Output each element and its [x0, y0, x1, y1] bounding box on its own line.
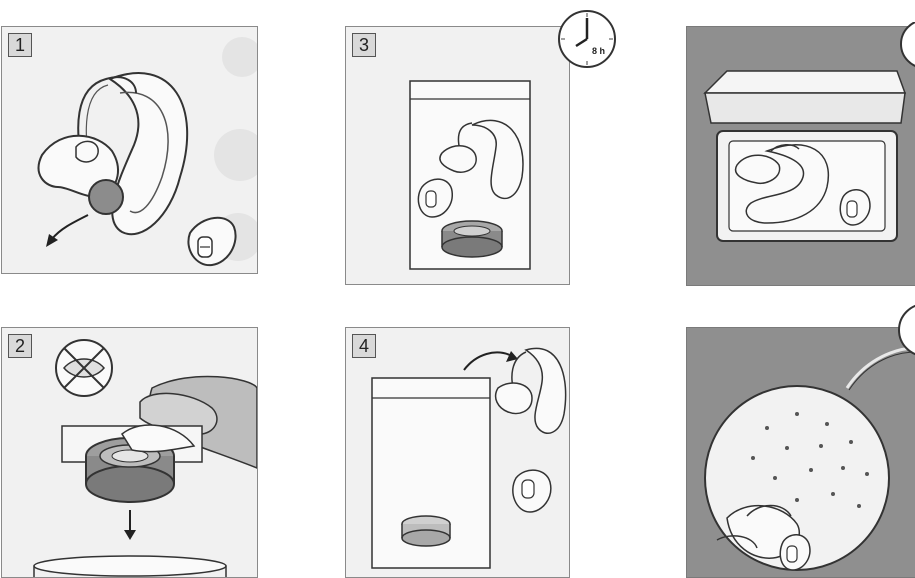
panel-step-3: 3 [345, 26, 570, 285]
panel-step-4: 4 [345, 327, 570, 578]
panel-drying-station [686, 327, 915, 578]
clock-duration-label: 8 h [592, 46, 605, 56]
drying-station-illustration [687, 328, 915, 577]
partial-clock-icon [897, 22, 915, 72]
storage-case-illustration [687, 27, 915, 285]
crossed-out-circle-icon [56, 340, 112, 396]
drying-bag-illustration [346, 27, 569, 284]
hearing-aid-battery-removal-illustration [2, 27, 257, 273]
partial-drying-icon [897, 302, 915, 358]
battery-tab-peel-illustration [2, 328, 257, 577]
panel-step-1: 1 [1, 26, 258, 274]
panel-storage-case [686, 26, 915, 286]
clock-icon: 8 h [556, 8, 618, 70]
remove-from-bag-illustration [346, 328, 569, 577]
panel-step-2: 2 [1, 327, 258, 578]
